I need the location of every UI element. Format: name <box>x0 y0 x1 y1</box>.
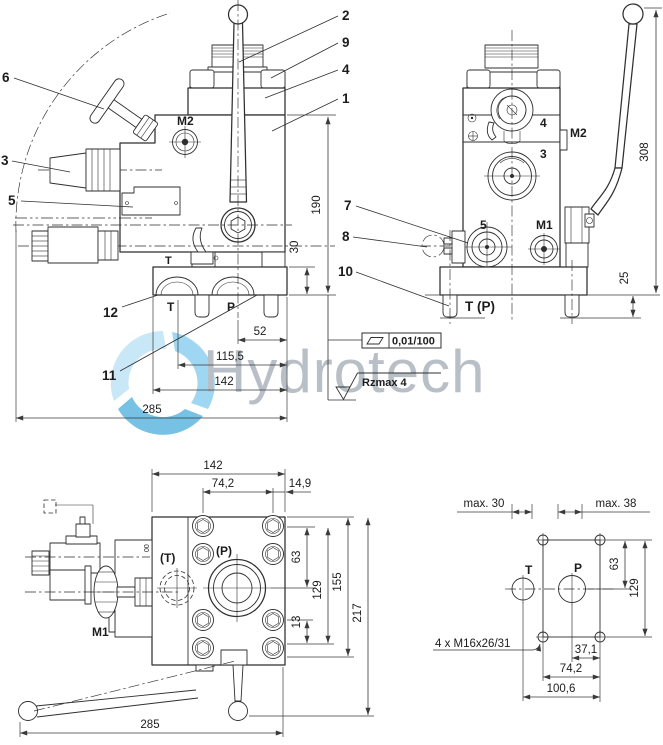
dim-285-side: 285 <box>142 404 161 416</box>
callout-5: 5 <box>8 193 16 208</box>
label-t-pattern: T <box>525 563 533 577</box>
dim-190: 190 <box>311 195 323 214</box>
front-view-callouts: 7 8 10 <box>338 198 469 307</box>
stamp-marking: 00 <box>144 544 151 552</box>
dim-217-top: 217 <box>352 603 364 622</box>
side-view: M2 <box>1 0 350 422</box>
front-view: 4 M2 3 5 M1 T (P) 308 25 7 8 10 <box>327 3 662 401</box>
label-4-front: 4 <box>540 116 547 130</box>
note-thread: 4 x M16x26/31 <box>435 638 510 650</box>
callout-4: 4 <box>342 62 350 77</box>
roughness-value: Rzmax 4 <box>362 377 408 389</box>
front-flange <box>425 230 660 324</box>
mounting-dimensions: max. 30 max. 38 63 129 37,1 74,2 100,6 <box>433 498 652 702</box>
dim-37-1-pattern: 37,1 <box>575 644 597 656</box>
mounting-pattern-view: T P max. 30 max. 38 63 129 37,1 <box>433 498 652 702</box>
dim-142-top: 142 <box>203 460 222 472</box>
label-p-pattern: P <box>574 561 582 575</box>
lever-swing-arc <box>15 12 171 233</box>
watermark-brand-text: Hydrotech <box>203 338 485 405</box>
solenoid-top <box>31 499 101 576</box>
callout-8: 8 <box>342 229 350 244</box>
label-t-top: (T) <box>160 551 175 565</box>
t-port-top <box>157 568 197 608</box>
note-max-38: max. 38 <box>596 498 637 510</box>
tolerance-symbols: 0,01/100 Rzmax 4 <box>327 295 442 401</box>
p-port-top <box>203 554 271 622</box>
callout-12: 12 <box>103 305 118 320</box>
roughness-icon <box>335 386 351 401</box>
port-m1-front <box>528 233 560 265</box>
callout-11: 11 <box>102 368 117 383</box>
dim-74-2-top: 74,2 <box>212 478 234 490</box>
plug-item3 <box>49 148 121 192</box>
dim-142: 142 <box>214 376 233 388</box>
dim-308: 308 <box>639 142 651 161</box>
dim-52: 52 <box>254 326 267 338</box>
label-m2-front: M2 <box>570 126 587 140</box>
dim-155-top: 155 <box>332 572 344 591</box>
solenoid-side <box>31 226 119 264</box>
callout-2: 2 <box>342 8 350 23</box>
t-handle-knob <box>89 78 159 142</box>
top-view-dimensions: 142 74,2 14,9 63 13 129 155 217 <box>19 460 374 737</box>
note-max-30: max. 30 <box>464 498 505 510</box>
label-tp-front: T (P) <box>465 299 495 314</box>
top-view: (T) (P) M1 00 142 74,2 14,9 63 13 129 <box>18 460 374 737</box>
side-view-callouts: 2 9 4 1 6 3 5 12 11 <box>1 8 350 383</box>
lever-ball-front <box>622 3 644 25</box>
dim-63-pattern: 63 <box>609 558 621 571</box>
front-top-stack <box>466 44 561 89</box>
label-m1-front: M1 <box>536 218 553 232</box>
dim-129-top: 129 <box>312 580 324 599</box>
dim-63-top: 63 <box>291 551 303 564</box>
flatness-icon <box>366 337 384 345</box>
dim-129-pattern: 129 <box>629 578 641 597</box>
m2-label-side: M2 <box>177 114 194 128</box>
dim-100-6-pattern: 100,6 <box>547 683 576 695</box>
label-m1-top: M1 <box>92 625 109 639</box>
t-body-label: T <box>165 255 172 267</box>
port-5-front <box>462 222 512 272</box>
dim-285-top: 285 <box>140 719 159 731</box>
flatness-value: 0,01/100 <box>392 336 435 348</box>
dim-115-5: 115,5 <box>216 351 244 363</box>
label-5-front: 5 <box>480 218 487 232</box>
dim-13-top: 13 <box>291 616 303 629</box>
callout-1: 1 <box>342 91 350 106</box>
dim-30: 30 <box>289 241 301 254</box>
bolt-pattern-rect <box>542 539 601 638</box>
label-p-top: (P) <box>216 544 232 558</box>
front-view-dimensions: 308 25 <box>619 7 662 317</box>
callout-10: 10 <box>338 264 353 279</box>
label-3-front: 3 <box>540 147 547 161</box>
callout-3: 3 <box>1 153 9 168</box>
p-port-label: P <box>227 300 235 314</box>
callout-9: 9 <box>342 35 350 50</box>
flatness-frame <box>361 332 442 349</box>
dim-74-2-pattern: 74,2 <box>560 663 582 675</box>
hand-lever-top <box>18 649 248 721</box>
callout-6: 6 <box>2 70 10 85</box>
m2-port-side <box>169 126 201 158</box>
dim-14-9-top: 14,9 <box>289 478 311 490</box>
watermark-logo <box>110 330 215 435</box>
callout-7: 7 <box>344 198 352 213</box>
nameplate-item5 <box>121 186 181 216</box>
t-port-label: T <box>167 300 175 314</box>
dim-25: 25 <box>619 272 631 285</box>
hand-lever-front <box>564 3 644 268</box>
